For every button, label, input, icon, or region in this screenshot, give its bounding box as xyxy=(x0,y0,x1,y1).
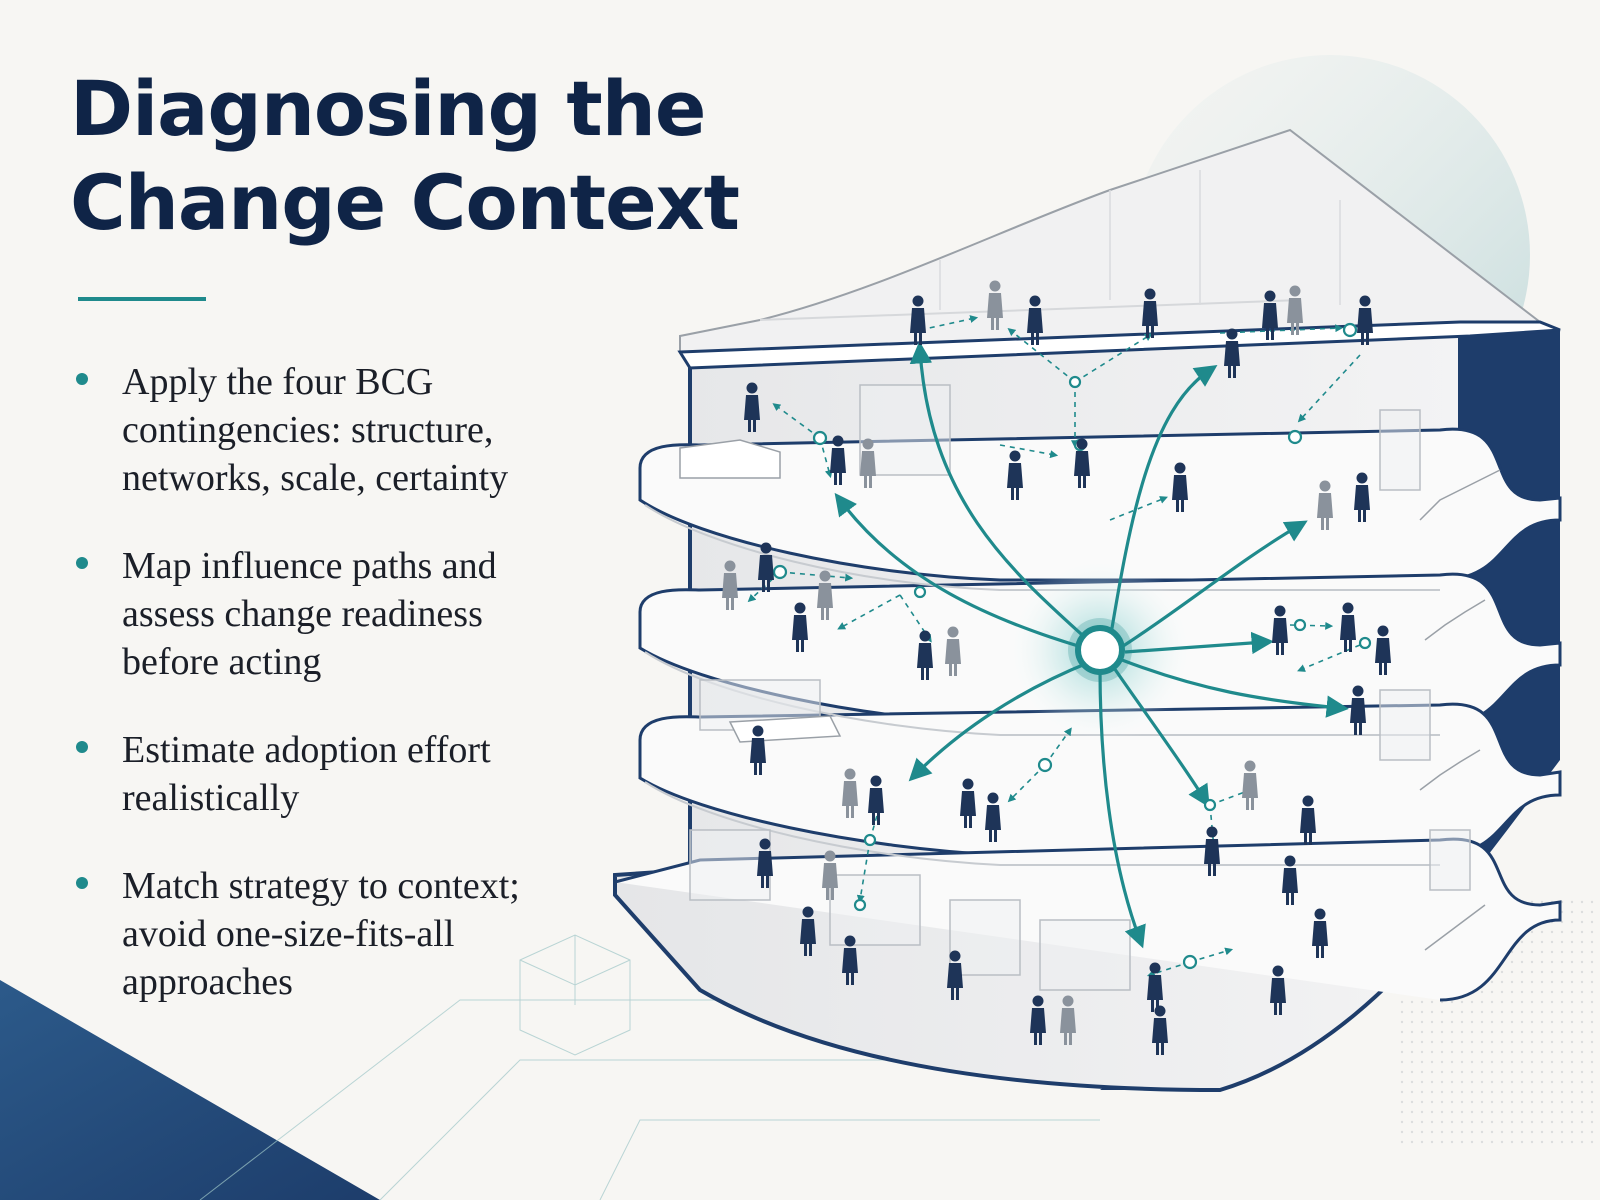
bullet-dot-icon xyxy=(76,877,88,889)
bullet-text: Estimate adoption effort realistically xyxy=(122,729,491,819)
stairs xyxy=(1419,469,1501,951)
bullet-text: Map influence paths and assess change re… xyxy=(122,545,497,683)
title-line-1: Diagnosing the xyxy=(70,64,706,153)
bullet-text: Match strategy to context; avoid one-siz… xyxy=(122,865,520,1003)
central-hub-icon xyxy=(1068,618,1132,682)
bullet-dot-icon xyxy=(76,373,88,385)
navy-corner-triangle xyxy=(0,980,380,1200)
slide-title: Diagnosing the Change Context xyxy=(70,62,830,250)
bullet-dot-icon xyxy=(76,557,88,569)
bullet-text: Apply the four BCG contingencies: struct… xyxy=(122,361,509,499)
title-underline-accent xyxy=(78,297,206,301)
bullet-list: Apply the four BCG contingencies: struct… xyxy=(76,358,576,1046)
bullet-item: Map influence paths and assess change re… xyxy=(76,542,576,686)
title-line-2: Change Context xyxy=(70,158,740,247)
bullet-item: Estimate adoption effort realistically xyxy=(76,726,576,822)
bullet-item: Match strategy to context; avoid one-siz… xyxy=(76,862,576,1006)
bullet-item: Apply the four BCG contingencies: struct… xyxy=(76,358,576,502)
influence-arrows xyxy=(834,341,1349,949)
bullet-dot-icon xyxy=(76,741,88,753)
roof-slab xyxy=(677,320,1561,370)
